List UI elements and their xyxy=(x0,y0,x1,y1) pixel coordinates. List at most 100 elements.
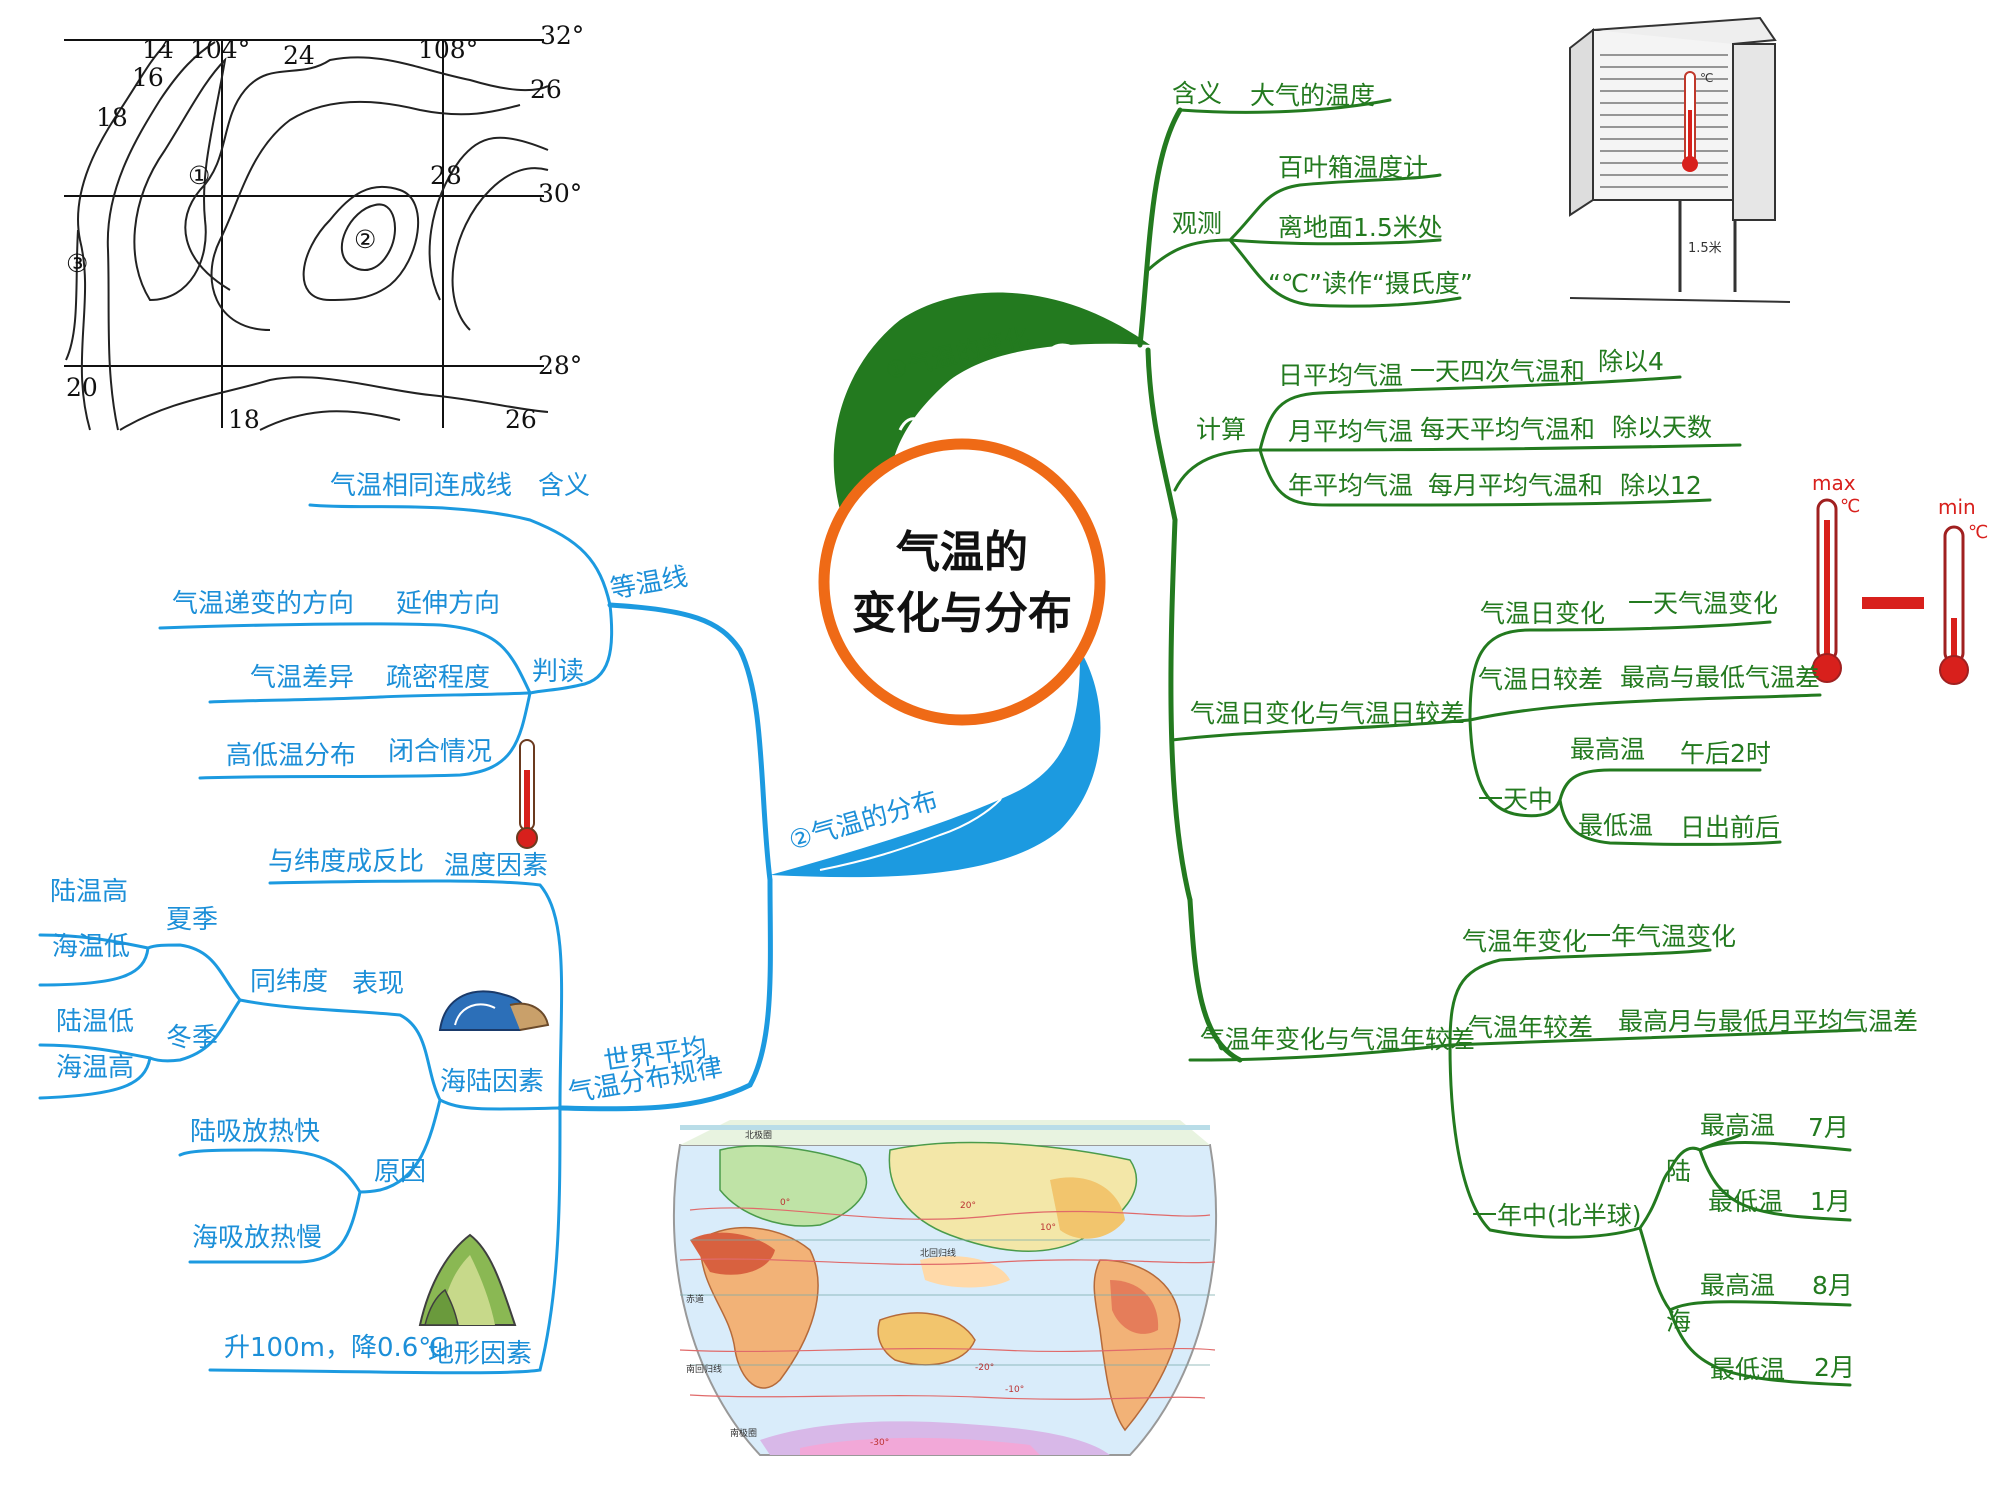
map-label-n-tropic: 北回归线 xyxy=(920,1247,956,1259)
contour-label: ① xyxy=(188,161,210,190)
oneday-min[interactable]: 最低温 xyxy=(1578,811,1653,840)
calc-row-div[interactable]: 除以12 xyxy=(1620,471,1702,500)
daily-label[interactable]: 气温日变化与气温日较差 xyxy=(1190,699,1465,728)
read-row-v[interactable]: 高低温分布 xyxy=(226,741,356,771)
read-row-k[interactable]: 闭合情况 xyxy=(388,737,492,767)
summer-b[interactable]: 海温低 xyxy=(52,932,130,962)
contour-label: 26 xyxy=(530,75,562,104)
meaning-label[interactable]: 含义 xyxy=(1172,79,1222,108)
annual-label[interactable]: 气温年变化与气温年较差 xyxy=(1200,1025,1475,1054)
contour-label: 28 xyxy=(430,161,462,190)
shelter-height-label: 1.5米 xyxy=(1688,241,1722,256)
contour-label: 20 xyxy=(66,373,98,402)
annual-range-def[interactable]: 最高月与最低月平均气温差 xyxy=(1618,1007,1918,1036)
contour-label: 28° xyxy=(538,351,582,380)
year-sea-label[interactable]: 海 xyxy=(1666,1307,1691,1336)
contour-map: 14 104° 24 108° 32° 16 26 18 ① 28 30° ② … xyxy=(64,21,584,434)
contour-label: 30° xyxy=(538,179,582,208)
map-label-iso: -20° xyxy=(975,1363,994,1373)
latitude-label[interactable]: 温度因素 xyxy=(444,851,548,881)
calc-row-name[interactable]: 年平均气温 xyxy=(1288,471,1413,500)
land-min[interactable]: 最低温 xyxy=(1708,1187,1783,1216)
contour-label: 18 xyxy=(228,405,260,434)
daily-change-def[interactable]: 一天气温变化 xyxy=(1628,589,1778,618)
calc-row-name[interactable]: 日平均气温 xyxy=(1278,361,1403,390)
isotherm-meaning-label[interactable]: 含义 xyxy=(538,471,590,501)
year-label[interactable]: 一年中(北半球) xyxy=(1472,1201,1642,1230)
reason-a[interactable]: 陆吸放热快 xyxy=(190,1117,320,1147)
central-title-line1: 气温的 xyxy=(896,527,1028,578)
calc-row-name[interactable]: 月平均气温 xyxy=(1288,417,1413,446)
contour-label: 18 xyxy=(96,103,128,132)
meaning-value[interactable]: 大气的温度 xyxy=(1250,81,1375,110)
read-label[interactable]: 判读 xyxy=(532,657,584,687)
annual-change-name[interactable]: 气温年变化 xyxy=(1462,927,1587,956)
contour-label: 16 xyxy=(132,63,164,92)
land-min-month[interactable]: 1月 xyxy=(1810,1187,1851,1216)
contour-label: 26 xyxy=(505,405,537,434)
observe-item[interactable]: “℃”读作“摄氏度” xyxy=(1268,269,1473,298)
central-node[interactable]: 气温的 变化与分布 xyxy=(770,292,1150,878)
map-label-iso: -10° xyxy=(1005,1385,1024,1395)
thermo-min-label: min xyxy=(1938,495,1976,519)
winter-a[interactable]: 陆温低 xyxy=(56,1007,134,1037)
reason-label[interactable]: 原因 xyxy=(374,1157,426,1187)
calc-row-how[interactable]: 每天平均气温和 xyxy=(1420,415,1595,444)
oneday-min-time[interactable]: 日出前后 xyxy=(1680,813,1780,842)
calc-row-div[interactable]: 除以天数 xyxy=(1612,413,1712,442)
contour-label: ③ xyxy=(66,249,88,278)
landsea-label[interactable]: 海陆因素 xyxy=(440,1067,544,1097)
sea-min[interactable]: 最低温 xyxy=(1710,1355,1785,1384)
max-min-thermometers: max ℃ min ℃ xyxy=(1812,471,1988,685)
calc-row-how[interactable]: 每月平均气温和 xyxy=(1428,471,1603,500)
oneday-max-time[interactable]: 午后2时 xyxy=(1680,739,1771,768)
reason-b[interactable]: 海吸放热慢 xyxy=(192,1223,322,1253)
thermo-max-unit: ℃ xyxy=(1840,496,1860,517)
isotherm-label[interactable]: 等温线 xyxy=(608,562,690,605)
annual-change-def[interactable]: 一年气温变化 xyxy=(1586,922,1736,951)
map-label-iso: 0° xyxy=(780,1198,790,1208)
read-row-k[interactable]: 延伸方向 xyxy=(396,589,500,619)
oneday-max[interactable]: 最高温 xyxy=(1570,735,1645,764)
summer-label[interactable]: 夏季 xyxy=(166,905,218,935)
show-same[interactable]: 同纬度 xyxy=(250,967,328,997)
terrain-value[interactable]: 升100m，降0.6℃ xyxy=(224,1333,448,1363)
winter-b[interactable]: 海温高 xyxy=(56,1053,134,1083)
read-row-k[interactable]: 疏密程度 xyxy=(386,663,490,693)
annual-range-name[interactable]: 气温年较差 xyxy=(1468,1013,1593,1042)
calc-label[interactable]: 计算 xyxy=(1196,415,1246,444)
sea-min-month[interactable]: 2月 xyxy=(1814,1353,1855,1382)
land-max[interactable]: 最高温 xyxy=(1700,1111,1775,1140)
map-label-s-tropic: 南回归线 xyxy=(686,1363,722,1375)
calc-row-div[interactable]: 除以4 xyxy=(1598,347,1664,376)
branch2-leaf xyxy=(770,650,1101,878)
contour-label: 24 xyxy=(283,41,315,70)
daily-range-name[interactable]: 气温日较差 xyxy=(1478,665,1603,694)
contour-label: 108° xyxy=(418,35,478,64)
observe-item[interactable]: 离地面1.5米处 xyxy=(1278,213,1443,242)
terrain-label[interactable]: 地形因素 xyxy=(428,1339,532,1369)
sea-max-month[interactable]: 8月 xyxy=(1812,1271,1853,1300)
daily-change-name[interactable]: 气温日变化 xyxy=(1480,599,1605,628)
year-land-label[interactable]: 陆 xyxy=(1666,1157,1691,1186)
isotherm-meaning-value[interactable]: 气温相同连成线 xyxy=(330,471,512,501)
land-max-month[interactable]: 7月 xyxy=(1808,1113,1849,1142)
show-label[interactable]: 表现 xyxy=(352,969,404,999)
summer-a[interactable]: 陆温高 xyxy=(50,877,128,907)
observe-label[interactable]: 观测 xyxy=(1172,209,1222,238)
calc-row-how[interactable]: 一天四次气温和 xyxy=(1410,357,1585,386)
branch1-leaf xyxy=(833,292,1150,510)
read-row-v[interactable]: 气温递变的方向 xyxy=(172,589,354,619)
read-row-v[interactable]: 气温差异 xyxy=(250,663,354,693)
map-label-arctic: 北极圈 xyxy=(745,1129,772,1141)
winter-label[interactable]: 冬季 xyxy=(166,1023,218,1053)
contour-label: 104° xyxy=(190,35,250,64)
observe-item[interactable]: 百叶箱温度计 xyxy=(1278,153,1428,182)
oneday-label[interactable]: 一天中 xyxy=(1478,785,1553,814)
latitude-value[interactable]: 与纬度成反比 xyxy=(268,847,424,877)
daily-range-def[interactable]: 最高与最低气温差 xyxy=(1620,663,1820,692)
central-title-line2: 变化与分布 xyxy=(852,588,1072,639)
sea-max[interactable]: 最高温 xyxy=(1700,1271,1775,1300)
map-label-iso: 20° xyxy=(960,1201,976,1211)
